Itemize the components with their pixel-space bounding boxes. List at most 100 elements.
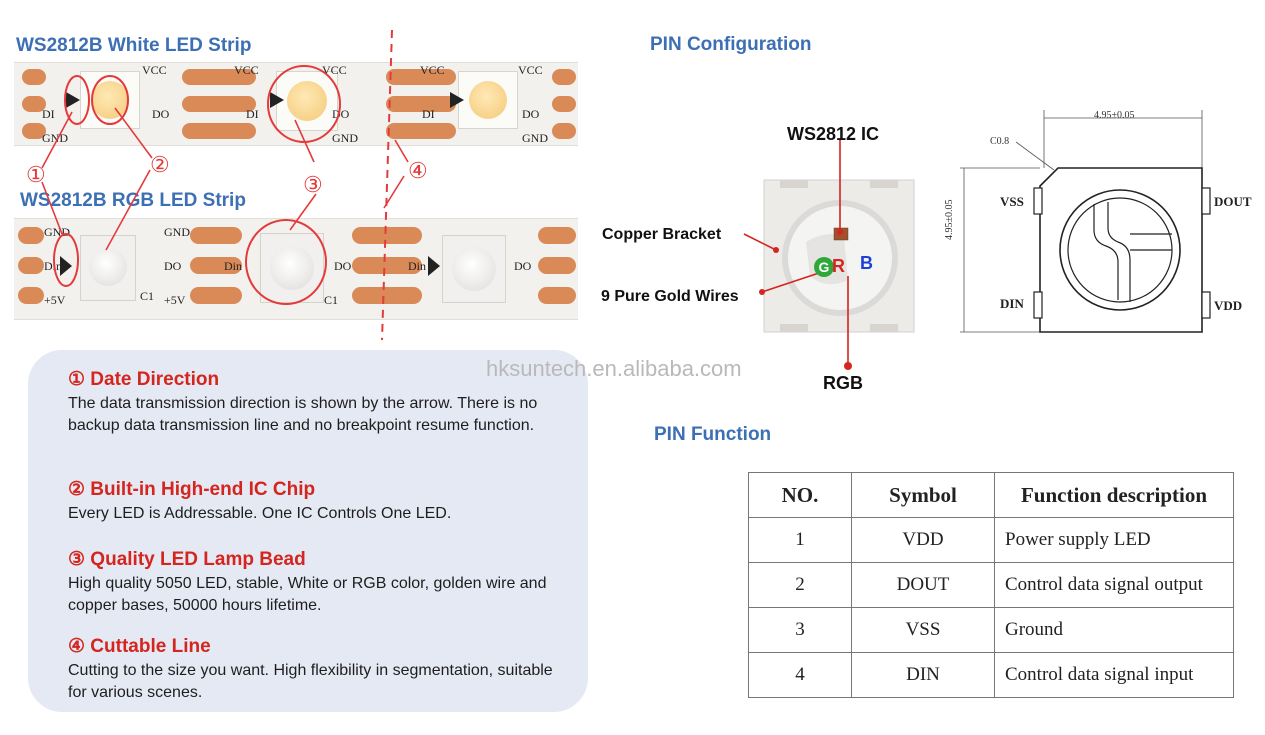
gold-wires-label: 9 Pure Gold Wires (601, 288, 739, 305)
row-3-function: Ground (994, 607, 1234, 653)
arrow-1-down (41, 181, 63, 235)
rgb-din-label: Din (44, 259, 62, 273)
marker-circle-4 (53, 233, 79, 287)
feature-3-desc: High quality 5050 LED, stable, White or … (68, 575, 547, 614)
marker-4: ④ (408, 158, 428, 183)
white-led-strip: VCC DI GND DO VCC DI VCC DO GND VCC DI V… (14, 62, 578, 146)
pin-function-table: NO. Symbol Function description 1 VDD Po… (748, 472, 1234, 698)
pin-din-label: DIN (1000, 296, 1024, 311)
strip-annotation-overlay (41, 29, 464, 341)
marker-circle-3 (267, 65, 341, 143)
row-1-no: 1 (748, 517, 852, 563)
row-3-no: 3 (748, 607, 852, 653)
rgb-led-strip: GND Din +5V GND DO +5V C1 Din DO C1 Din … (14, 218, 578, 320)
white-gnd-label-3: GND (522, 131, 548, 145)
marker-2: ② (150, 152, 170, 177)
marker-1: ① (26, 162, 46, 187)
pin-dimension-drawing (960, 110, 1211, 333)
table-row: 1 VDD Power supply LED (748, 517, 1234, 563)
row-4-symbol: DIN (851, 652, 995, 698)
rgb-led-1 (80, 235, 136, 301)
rgb-gnd-label-2: GND (164, 225, 190, 239)
arrow-2-up (114, 107, 153, 159)
white-led-1 (80, 71, 140, 129)
feature-4-desc: Cutting to the size you want. High flexi… (68, 662, 553, 701)
white-vcc-label-3: VCC (322, 63, 347, 77)
rgb-5v-label: +5V (44, 293, 66, 307)
marker-3: ③ (303, 172, 323, 197)
white-vcc-label: VCC (142, 63, 167, 77)
white-vcc-label-5: VCC (518, 63, 543, 77)
pin-function-title: PIN Function (654, 424, 772, 445)
white-vcc-label-4: VCC (420, 63, 445, 77)
row-4-function: Control data signal input (994, 652, 1234, 698)
white-vcc-label-2: VCC (234, 63, 259, 77)
feature-3-title: ③ Quality LED Lamp Bead (68, 549, 306, 570)
white-arrow-icon-2 (270, 92, 284, 108)
feature-4-title: ④ Cuttable Line (68, 636, 211, 657)
white-do-label-2: DO (332, 107, 350, 121)
white-do-label: DO (152, 107, 170, 121)
pin-dout-label: DOUT (1214, 194, 1252, 209)
cut-line (381, 29, 393, 341)
rgb-do-label-2: DO (334, 259, 352, 273)
table-row: 3 VSS Ground (748, 607, 1234, 653)
marker-circle-1 (64, 75, 90, 125)
led-chip-photo (743, 140, 915, 370)
rgb-arrow-icon-2 (428, 256, 440, 276)
red-chip-letter: R (832, 256, 845, 276)
row-3-symbol: VSS (851, 607, 995, 653)
rgb-din-label-2: Din (224, 259, 242, 273)
row-2-no: 2 (748, 562, 852, 608)
table-row: 4 DIN Control data signal input (748, 652, 1234, 698)
rgb-5v-label-2: +5V (164, 293, 186, 307)
ws2812-ic-label: WS2812 IC (787, 124, 880, 144)
feature-1-desc: The data transmission direction is shown… (68, 395, 538, 434)
green-chip-letter: G (814, 257, 834, 277)
white-di-label-2: DI (246, 107, 259, 121)
feature-1-title: ① Date Direction (68, 369, 220, 390)
white-gnd-label-2: GND (332, 131, 358, 145)
white-arrow-icon-3 (450, 92, 464, 108)
rgb-arrow-icon (60, 256, 72, 276)
row-4-no: 4 (748, 652, 852, 698)
pin-vdd-label: VDD (1214, 298, 1243, 313)
dim-width: 4.95±0.05 (1094, 110, 1135, 121)
marker-circle-5 (245, 219, 327, 305)
white-led-3 (458, 71, 518, 129)
blue-chip-letter: B (860, 253, 873, 273)
rgb-led-3 (442, 235, 506, 303)
row-2-function: Control data signal output (994, 562, 1234, 608)
row-2-symbol: DOUT (851, 562, 995, 608)
white-di-label-3: DI (422, 107, 435, 121)
dim-chamfer: C0.8 (990, 136, 1010, 147)
rgb-label: RGB (823, 373, 863, 393)
header-no: NO. (748, 472, 852, 518)
feature-2-desc: Every LED is Addressable. One IC Control… (68, 505, 452, 522)
arrow-4-down (383, 175, 405, 209)
table-header-row: NO. Symbol Function description (748, 472, 1234, 518)
row-1-symbol: VDD (851, 517, 995, 563)
white-di-label: DI (42, 107, 55, 121)
rgb-c1-label-2: C1 (324, 293, 339, 307)
pin-config-title: PIN Configuration (650, 34, 812, 55)
arrow-4-up (394, 139, 409, 163)
copper-bracket-label: Copper Bracket (602, 226, 722, 243)
white-do-label-3: DO (522, 107, 540, 121)
rgb-do-label-3: DO (514, 259, 532, 273)
dim-height: 4.95±0.05 (944, 199, 955, 241)
row-1-function: Power supply LED (994, 517, 1234, 563)
arrow-3-down (289, 193, 317, 231)
white-strip-title: WS2812B White LED Strip (16, 35, 252, 56)
header-function: Function description (994, 472, 1234, 518)
table-row: 2 DOUT Control data signal output (748, 562, 1234, 608)
white-led-2 (276, 71, 338, 131)
rgb-do-label: DO (164, 259, 182, 273)
rgb-din-label-3: Din (408, 259, 426, 273)
pin-vss-label: VSS (1000, 194, 1024, 209)
white-gnd-label: GND (42, 131, 68, 145)
white-arrow-icon (66, 92, 80, 108)
arrow-1-up (41, 111, 73, 169)
features-panel (28, 350, 588, 712)
watermark: hksuntech.en.alibaba.com (486, 356, 742, 381)
